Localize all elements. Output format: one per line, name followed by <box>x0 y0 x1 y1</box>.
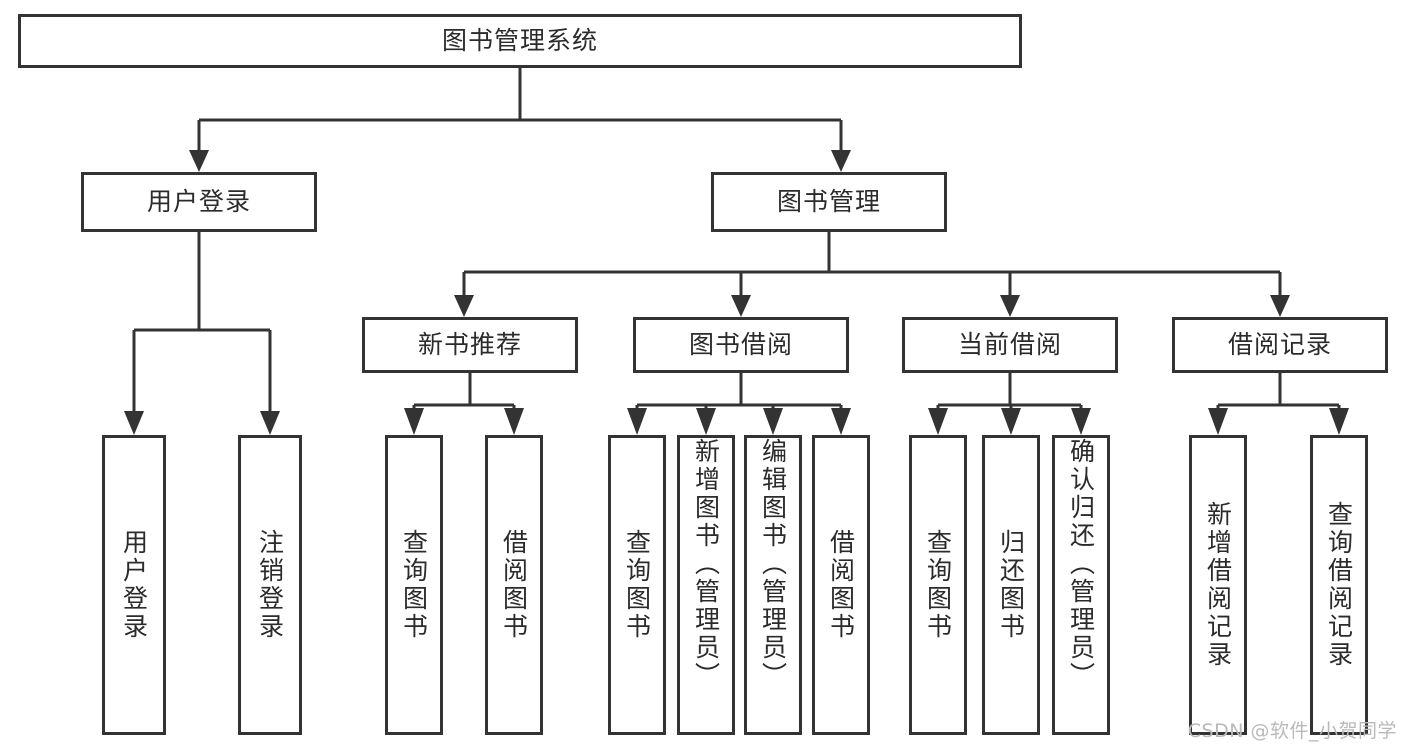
leaf-user-login-label: 用户登录 <box>119 529 149 641</box>
leaf-confirm-return-admin-label: 确认归还（管理员） <box>1066 438 1096 690</box>
node-borrow-record-label: 借阅记录 <box>1227 329 1332 359</box>
leaf-edit-book-admin[interactable]: 编辑图书（管理员） <box>744 435 802 735</box>
leaf-add-book-admin-label: 新增图书（管理员） <box>691 438 721 690</box>
csdn-watermark: CSDN @软件_小贺同学 <box>1187 720 1397 742</box>
link-user-login-to-leaves <box>124 232 280 435</box>
node-current-borrow-label: 当前借阅 <box>957 329 1062 359</box>
leaf-add-borrow-record-label: 新增借阅记录 <box>1203 501 1233 669</box>
leaf-query-book-rec[interactable]: 查询图书 <box>385 435 443 735</box>
node-new-book-recommend[interactable]: 新书推荐 <box>362 317 578 373</box>
leaf-borrow-book-rec-label: 借阅图书 <box>499 529 529 641</box>
link-new-book-rec-to-leaves <box>404 373 524 435</box>
leaf-logout-login-label: 注销登录 <box>255 529 285 641</box>
leaf-borrow-book-label: 借阅图书 <box>826 529 856 641</box>
leaf-edit-book-admin-label: 编辑图书（管理员） <box>758 438 788 690</box>
leaf-query-book-rec-label: 查询图书 <box>399 529 429 641</box>
leaf-return-book-label: 归还图书 <box>996 529 1026 641</box>
node-book-borrow-label: 图书借阅 <box>688 329 793 359</box>
node-book-borrow[interactable]: 图书借阅 <box>633 317 849 373</box>
node-current-borrow[interactable]: 当前借阅 <box>902 317 1118 373</box>
leaf-logout-login[interactable]: 注销登录 <box>238 435 302 735</box>
leaf-query-book-current-label: 查询图书 <box>923 529 953 641</box>
leaf-query-book-borrow-label: 查询图书 <box>622 529 652 641</box>
leaf-user-login[interactable]: 用户登录 <box>102 435 166 735</box>
node-root-label: 图书管理系统 <box>441 25 598 55</box>
leaf-add-book-admin[interactable]: 新增图书（管理员） <box>677 435 735 735</box>
link-book-mgmt-to-level3 <box>454 232 1290 317</box>
node-book-management-label: 图书管理 <box>776 186 881 216</box>
leaf-borrow-book-rec[interactable]: 借阅图书 <box>485 435 543 735</box>
link-book-borrow-to-leaves <box>627 373 851 435</box>
leaf-borrow-book[interactable]: 借阅图书 <box>812 435 870 735</box>
node-new-book-recommend-label: 新书推荐 <box>417 329 522 359</box>
leaf-add-borrow-record[interactable]: 新增借阅记录 <box>1189 435 1247 735</box>
leaf-query-book-borrow[interactable]: 查询图书 <box>608 435 666 735</box>
link-borrow-record-to-leaves <box>1208 373 1349 435</box>
leaf-confirm-return-admin[interactable]: 确认归还（管理员） <box>1052 435 1110 735</box>
node-root[interactable]: 图书管理系统 <box>18 14 1022 68</box>
leaf-query-book-current[interactable]: 查询图书 <box>909 435 967 735</box>
node-user-login[interactable]: 用户登录 <box>81 172 317 232</box>
leaf-return-book[interactable]: 归还图书 <box>982 435 1040 735</box>
link-current-borrow-to-leaves <box>928 373 1091 435</box>
leaf-query-borrow-record[interactable]: 查询借阅记录 <box>1310 435 1368 735</box>
node-book-management[interactable]: 图书管理 <box>711 172 947 232</box>
link-root-to-level2 <box>189 68 851 172</box>
node-borrow-record[interactable]: 借阅记录 <box>1172 317 1388 373</box>
node-user-login-label: 用户登录 <box>146 186 251 216</box>
leaf-query-borrow-record-label: 查询借阅记录 <box>1324 501 1354 669</box>
